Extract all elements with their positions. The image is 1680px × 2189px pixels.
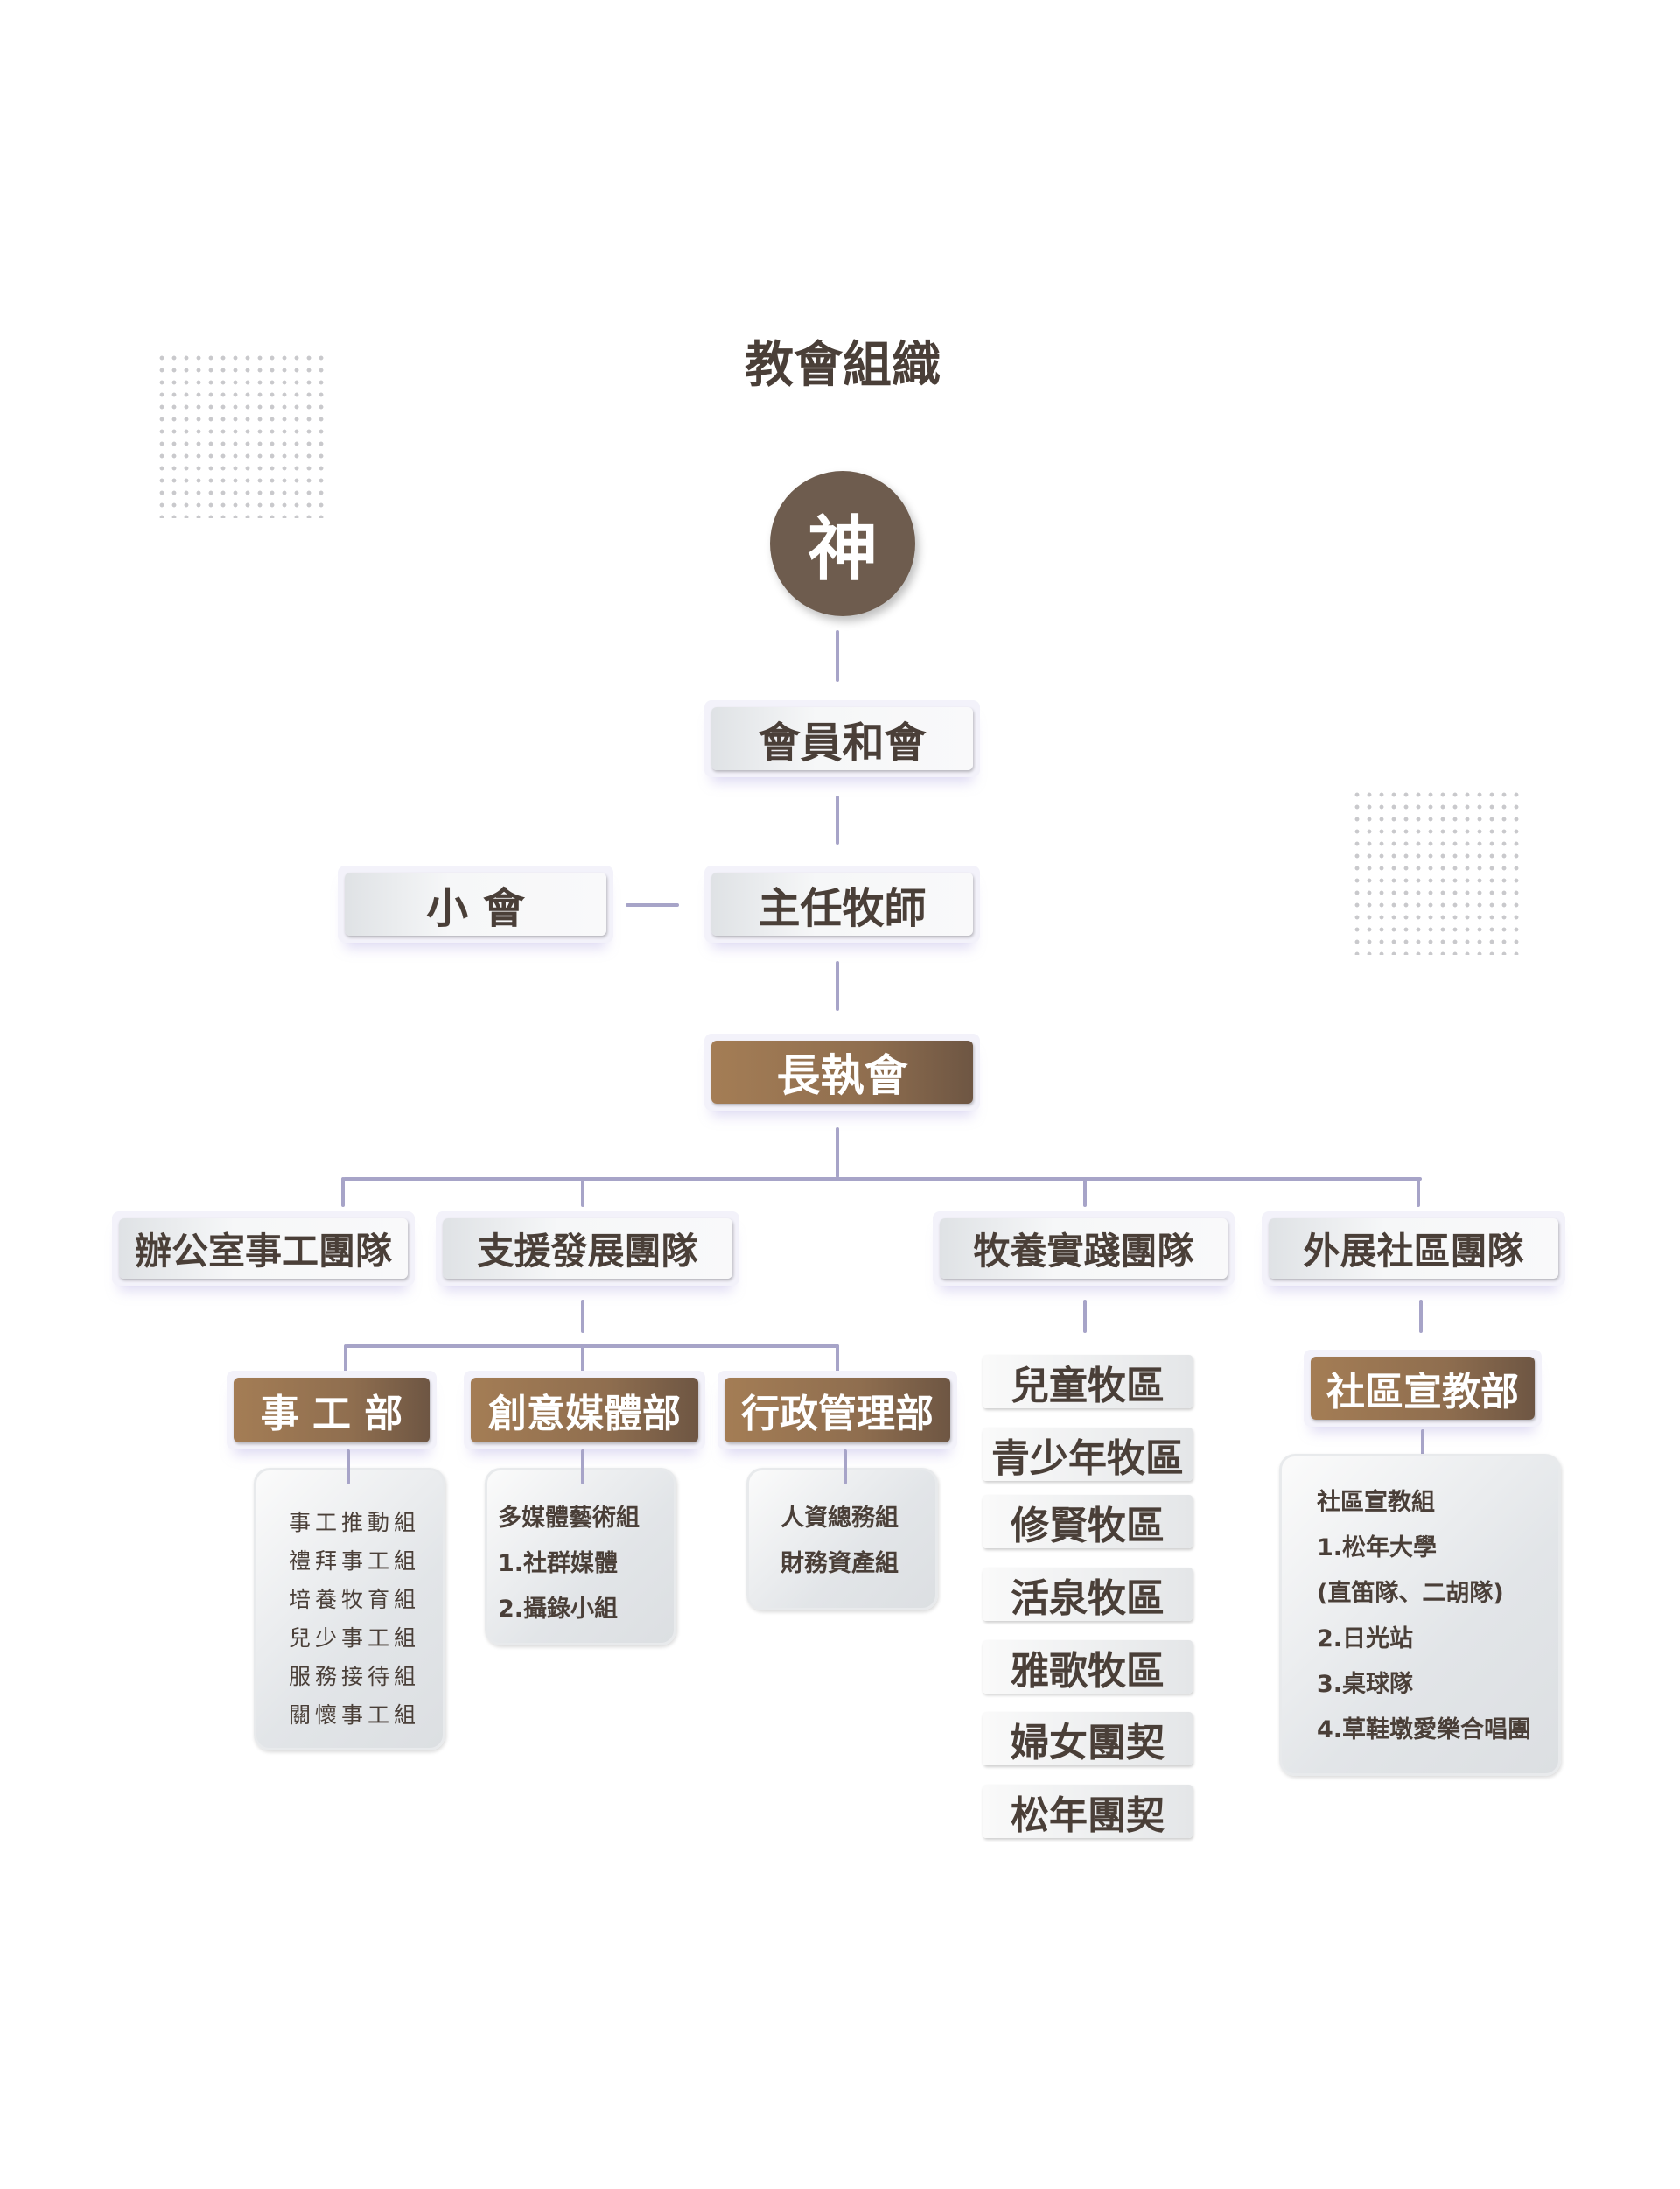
root-node-god: 神 <box>770 471 915 616</box>
list-item: 1.社群媒體 <box>498 1550 619 1577</box>
connector <box>1417 1177 1420 1207</box>
node-session: 小 會 <box>338 866 613 943</box>
connector <box>581 1344 584 1372</box>
connector <box>346 1344 839 1348</box>
team-pastoral: 牧養實踐團隊 <box>933 1211 1235 1286</box>
list-item: 2.日光站 <box>1317 1625 1414 1652</box>
node-label: 行政管理部 <box>724 1378 950 1442</box>
list-item: 關懷事工組 <box>289 1702 421 1728</box>
connector <box>344 1344 347 1372</box>
list-item: 禮拜事工組 <box>289 1548 421 1574</box>
connector <box>836 961 839 1011</box>
connector <box>836 1344 839 1372</box>
connector <box>626 903 679 907</box>
pastoral-district-item: 青少年牧區 <box>983 1428 1193 1481</box>
pastoral-district-item: 修賢牧區 <box>983 1495 1193 1548</box>
pastoral-district-item: 婦女團契 <box>983 1712 1193 1765</box>
list-item: 服務接待組 <box>289 1664 421 1689</box>
list-item: 2.攝錄小組 <box>498 1596 619 1623</box>
pastoral-district-item: 活泉牧區 <box>983 1568 1193 1621</box>
team-support: 支援發展團隊 <box>436 1211 739 1286</box>
dept-admin: 行政管理部 <box>718 1371 957 1449</box>
connector <box>581 1300 584 1333</box>
node-label: 外展社區團隊 <box>1269 1218 1558 1279</box>
connector <box>346 1449 350 1484</box>
admin-group-list: 人資總務組 財務資產組 <box>746 1468 938 1610</box>
list-item: 3.桌球隊 <box>1317 1671 1414 1698</box>
pastoral-district-item: 雅歌牧區 <box>983 1640 1193 1694</box>
connector <box>343 1177 1422 1181</box>
list-item: 兒少事工組 <box>289 1625 421 1651</box>
team-outreach: 外展社區團隊 <box>1262 1211 1565 1286</box>
community-group-list: 社區宣教組 1.松年大學 (直笛隊、二胡隊) 2.日光站 3.桌球隊 4.草鞋墩… <box>1279 1454 1561 1776</box>
node-label: 牧養實踐團隊 <box>940 1218 1228 1279</box>
node-label: 主任牧師 <box>711 873 973 936</box>
node-label: 創意媒體部 <box>471 1378 698 1442</box>
list-item: 人資總務組 <box>780 1505 899 1532</box>
dept-community-mission: 社區宣教部 <box>1304 1350 1542 1427</box>
connector <box>1421 1429 1424 1464</box>
pastoral-district-item: 兒童牧區 <box>983 1355 1193 1408</box>
list-item: (直笛隊、二胡隊) <box>1317 1580 1504 1607</box>
list-item: 社區宣教組 <box>1317 1489 1435 1516</box>
ministry-group-list: 事工推動組 禮拜事工組 培養牧育組 兒少事工組 服務接待組 關懷事工組 <box>254 1468 445 1750</box>
node-label: 會員和會 <box>711 707 973 770</box>
connector <box>1083 1177 1087 1207</box>
connector <box>844 1449 847 1484</box>
pastoral-district-item: 松年團契 <box>983 1785 1193 1838</box>
node-senior-pastor: 主任牧師 <box>704 866 980 943</box>
dot-pattern-left <box>156 352 331 518</box>
team-office: 辦公室事工團隊 <box>112 1211 415 1286</box>
list-item: 培養牧育組 <box>289 1587 421 1612</box>
connector <box>581 1449 584 1484</box>
list-item: 事工推動組 <box>289 1510 421 1535</box>
dot-pattern-right <box>1351 789 1526 955</box>
connector <box>836 1127 839 1178</box>
dept-ministry: 事 工 部 <box>227 1371 437 1449</box>
list-item: 1.松年大學 <box>1317 1534 1438 1561</box>
node-board: 長執會 <box>704 1034 980 1111</box>
list-item: 多媒體藝術組 <box>498 1505 640 1532</box>
connector <box>581 1177 584 1207</box>
page-title: 教會組織 <box>745 337 941 394</box>
node-label: 小 會 <box>345 873 606 936</box>
node-label: 支援發展團隊 <box>443 1218 732 1279</box>
node-label: 事 工 部 <box>234 1378 430 1442</box>
connector <box>341 1177 345 1207</box>
connector <box>1083 1300 1087 1333</box>
node-member-assembly: 會員和會 <box>704 700 980 777</box>
dept-creative-media: 創意媒體部 <box>464 1371 705 1449</box>
list-item: 財務資產組 <box>780 1550 899 1577</box>
list-item: 4.草鞋墩愛樂合唱團 <box>1317 1716 1532 1743</box>
node-label: 社區宣教部 <box>1311 1357 1535 1420</box>
node-label: 長執會 <box>711 1041 973 1104</box>
node-label: 辦公室事工團隊 <box>119 1218 408 1279</box>
connector <box>836 796 839 845</box>
connector <box>836 630 839 682</box>
media-group-list: 多媒體藝術組 1.社群媒體 2.攝錄小組 <box>485 1468 676 1645</box>
connector <box>1419 1300 1423 1333</box>
